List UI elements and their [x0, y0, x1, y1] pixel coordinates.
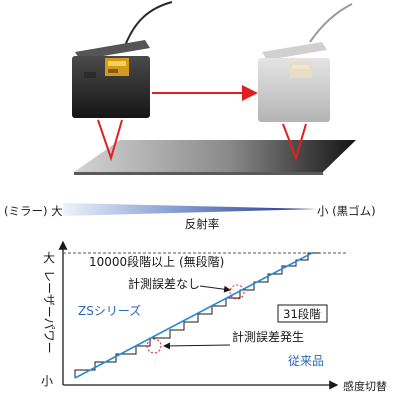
- y-axis-title: レーザーパワー: [42, 270, 56, 354]
- no-error-annotation: 計測誤差なし: [128, 276, 200, 291]
- y-top-label: 大: [43, 251, 55, 265]
- laser-beam-right: [282, 123, 307, 162]
- error-marker: [146, 338, 162, 354]
- sensor-cable-left: [124, 1, 173, 47]
- error-arrow: [163, 342, 231, 350]
- sensor-cable-right: [309, 3, 353, 43]
- laser-power-graph: 大 小 レーザーパワー 感度切替 10000段階以上 (無段階) 計測誤差なし …: [41, 240, 387, 393]
- sensor-head-light: [258, 42, 330, 122]
- reflectance-wedge: [63, 203, 317, 216]
- zs-series-label: ZSシリーズ: [78, 303, 141, 318]
- x-axis-label: 感度切替: [343, 379, 387, 393]
- reflectance-scale: (ミラー) 大 小 (黒ゴム) 反射率: [4, 203, 376, 231]
- target-surface: [74, 140, 356, 172]
- steps-box: [277, 304, 328, 323]
- scale-left-label: (ミラー) 大: [4, 204, 63, 218]
- sensor-head-dark: [72, 40, 150, 118]
- steps-box-label: 31段階: [283, 307, 321, 321]
- laser-beam-left: [97, 119, 123, 162]
- scale-center-label: 反射率: [185, 217, 220, 231]
- zs-series-line: [74, 252, 313, 379]
- scale-right-label: 小 (黒ゴム): [317, 204, 376, 218]
- y-bottom-label: 小: [41, 374, 53, 388]
- no-error-arrow: [199, 285, 231, 293]
- old-product-label: 従来品: [288, 354, 324, 368]
- error-annotation: 計測誤差発生: [232, 329, 304, 344]
- sensor-illustration: [72, 1, 356, 175]
- levels-annotation: 10000段階以上 (無段階): [89, 254, 224, 269]
